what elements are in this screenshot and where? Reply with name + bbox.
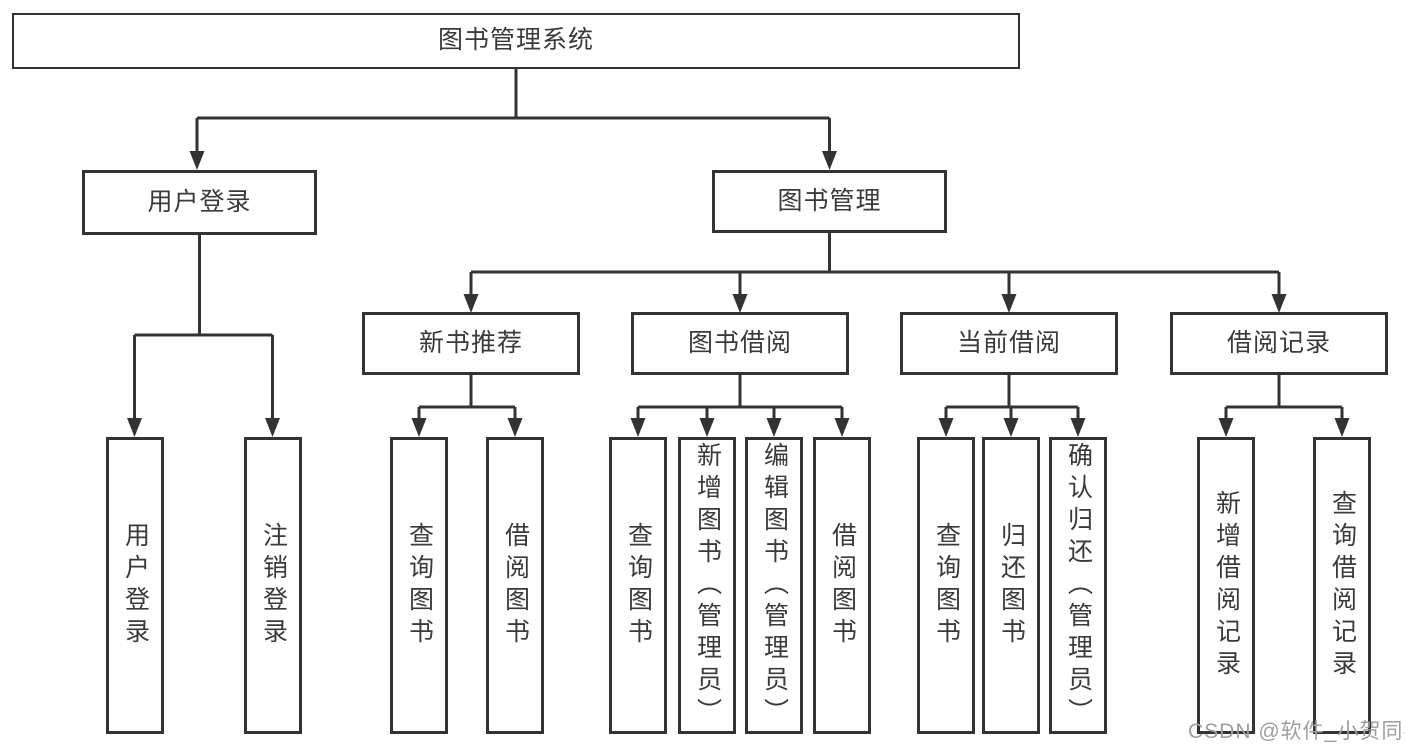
node-label: 当前借阅 bbox=[956, 328, 1061, 357]
node-label: 查询图书 bbox=[405, 521, 434, 650]
node-label: 借阅图书 bbox=[828, 521, 857, 650]
arrow-down-icon bbox=[699, 418, 715, 437]
arrow-down-icon bbox=[834, 418, 850, 437]
node-label: 用户登录 bbox=[147, 187, 252, 216]
node-user-login: 用户登录 bbox=[82, 170, 317, 235]
node-label: 图书管理系统 bbox=[437, 26, 594, 55]
node-label: 新增图书（管理员） bbox=[693, 441, 722, 730]
node-leaf-edit-book-admin: 编辑图书（管理员） bbox=[745, 437, 803, 734]
arrow-down-icon bbox=[1218, 418, 1234, 437]
node-leaf-borrow-books: 借阅图书 bbox=[486, 437, 544, 734]
node-current-borrow: 当前借阅 bbox=[900, 312, 1118, 375]
node-leaf-query-borrow-record: 查询借阅记录 bbox=[1313, 437, 1371, 734]
node-label: 借阅图书 bbox=[501, 521, 530, 650]
node-leaf-add-book-admin: 新增图书（管理员） bbox=[678, 437, 736, 734]
arrow-down-icon bbox=[1070, 418, 1086, 437]
arrowhead-icons bbox=[127, 151, 1350, 437]
node-leaf-confirm-return-admin: 确认归还（管理员） bbox=[1049, 437, 1107, 734]
node-label: 归还图书 bbox=[997, 521, 1026, 650]
csdn-watermark: CSDN @软件_小贺同学 bbox=[1188, 720, 1405, 743]
node-label: 编辑图书（管理员） bbox=[760, 441, 789, 730]
node-leaf-user-login: 用户登录 bbox=[106, 437, 164, 734]
node-label: 查询图书 bbox=[624, 521, 653, 650]
arrow-down-icon bbox=[630, 418, 646, 437]
arrow-down-icon bbox=[732, 294, 748, 313]
node-label: 用户登录 bbox=[121, 521, 150, 650]
node-leaf-logout: 注销登录 bbox=[244, 437, 302, 734]
node-borrow-records: 借阅记录 bbox=[1170, 312, 1388, 375]
node-library-management-system: 图书管理系统 bbox=[12, 13, 1020, 69]
arrow-down-icon bbox=[1001, 294, 1017, 313]
node-leaf-query-books: 查询图书 bbox=[917, 437, 975, 734]
arrow-down-icon bbox=[1334, 418, 1350, 437]
node-new-book-recommend: 新书推荐 bbox=[362, 312, 580, 375]
node-leaf-borrow-books: 借阅图书 bbox=[813, 437, 871, 734]
node-label: 新增借阅记录 bbox=[1212, 489, 1241, 682]
arrow-down-icon bbox=[463, 294, 479, 313]
arrow-down-icon bbox=[507, 418, 523, 437]
arrow-down-icon bbox=[766, 418, 782, 437]
node-book-borrow: 图书借阅 bbox=[631, 312, 849, 375]
node-leaf-return-book: 归还图书 bbox=[982, 437, 1040, 734]
connector-paths bbox=[133, 69, 1344, 426]
arrow-down-icon bbox=[1003, 418, 1019, 437]
node-leaf-add-borrow-record: 新增借阅记录 bbox=[1197, 437, 1255, 734]
node-label: 查询图书 bbox=[932, 521, 961, 650]
arrow-down-icon bbox=[411, 418, 427, 437]
node-label: 新书推荐 bbox=[418, 328, 523, 357]
arrow-down-icon bbox=[127, 418, 142, 437]
node-label: 借阅记录 bbox=[1226, 328, 1331, 357]
node-leaf-query-books: 查询图书 bbox=[390, 437, 448, 734]
node-label: 查询借阅记录 bbox=[1328, 489, 1357, 682]
arrow-down-icon bbox=[938, 418, 954, 437]
node-label: 图书借阅 bbox=[687, 328, 792, 357]
node-label: 图书管理 bbox=[777, 186, 882, 215]
arrow-down-icon bbox=[822, 151, 837, 170]
node-label: 注销登录 bbox=[259, 521, 288, 650]
arrow-down-icon bbox=[265, 418, 280, 437]
arrow-down-icon bbox=[189, 151, 205, 170]
arrow-down-icon bbox=[1271, 294, 1287, 313]
node-book-management: 图书管理 bbox=[712, 170, 947, 233]
node-label: 确认归还（管理员） bbox=[1064, 441, 1093, 730]
node-leaf-query-books: 查询图书 bbox=[609, 437, 667, 734]
